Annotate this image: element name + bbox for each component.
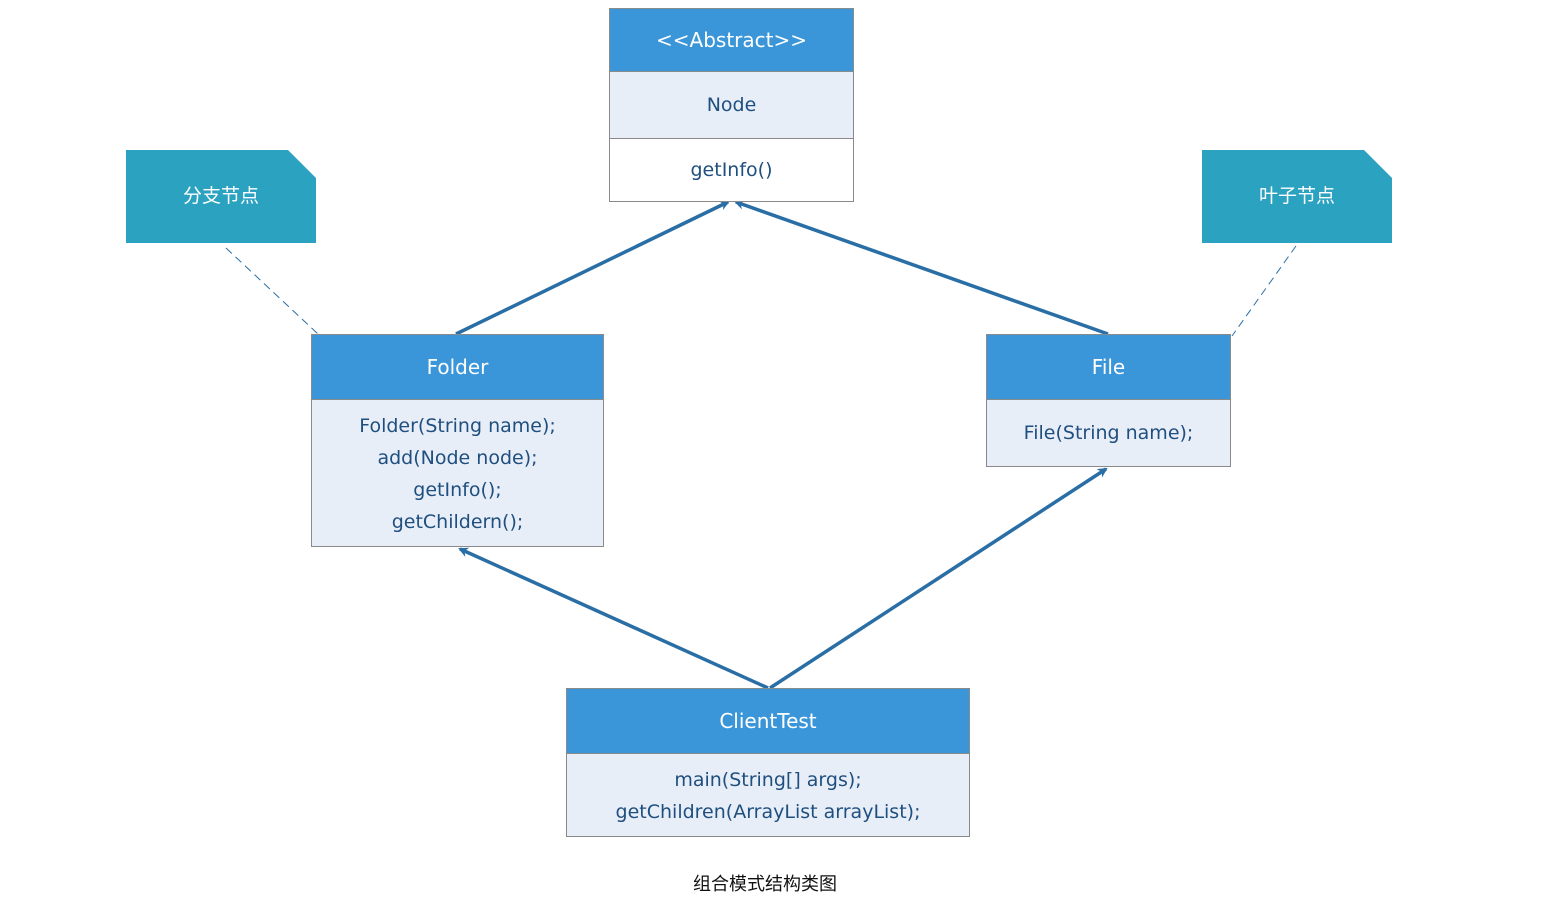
folder-class-name: Folder (426, 355, 489, 379)
branch-node-note-text: 分支节点 (182, 185, 259, 207)
file-method: File(String name); (1023, 422, 1194, 444)
file-to-node-arrow (734, 199, 1109, 336)
folder-method: add(Node node); (377, 447, 538, 469)
clienttest-class-name: ClientTest (719, 709, 817, 733)
branch-note-link (225, 247, 319, 335)
folder-method: getChildern(); (391, 511, 524, 533)
leaf-node-note: 叶子节点 (1202, 150, 1392, 243)
node-stereotype-text: <<Abstract>> (656, 28, 807, 52)
node-name-section: Node (610, 72, 853, 139)
node-class: <<Abstract>> Node getInfo() (609, 8, 854, 202)
client-to-file-arrow (769, 467, 1108, 690)
folder-class: Folder Folder(String name); add(Node nod… (311, 334, 604, 547)
node-method: getInfo() (690, 159, 773, 181)
branch-node-note: 分支节点 (126, 150, 316, 243)
folder-to-node-arrow (455, 200, 730, 336)
clienttest-methods: main(String[] args); getChildren(ArrayLi… (567, 754, 969, 828)
file-methods: File(String name); (987, 400, 1230, 466)
node-methods: getInfo() (610, 139, 853, 201)
folder-header: Folder (312, 335, 603, 400)
diagram-caption: 组合模式结构类图 (693, 874, 837, 895)
file-header: File (987, 335, 1230, 400)
clienttest-header: ClientTest (567, 689, 969, 754)
leaf-node-note-text: 叶子节点 (1258, 185, 1335, 207)
clienttest-method: getChildren(ArrayList arrayList); (615, 801, 921, 823)
leaf-note-link (1231, 245, 1297, 337)
folder-method: Folder(String name); (359, 415, 556, 437)
node-class-name: Node (706, 94, 757, 116)
file-class-name: File (1091, 355, 1126, 379)
node-stereotype: <<Abstract>> (610, 9, 853, 72)
clienttest-class: ClientTest main(String[] args); getChild… (566, 688, 970, 837)
folder-methods: Folder(String name); add(Node node); get… (312, 400, 603, 538)
file-class: File File(String name); (986, 334, 1231, 467)
clienttest-method: main(String[] args); (674, 769, 862, 791)
folder-method: getInfo(); (413, 479, 502, 501)
client-to-folder-arrow (458, 547, 769, 690)
